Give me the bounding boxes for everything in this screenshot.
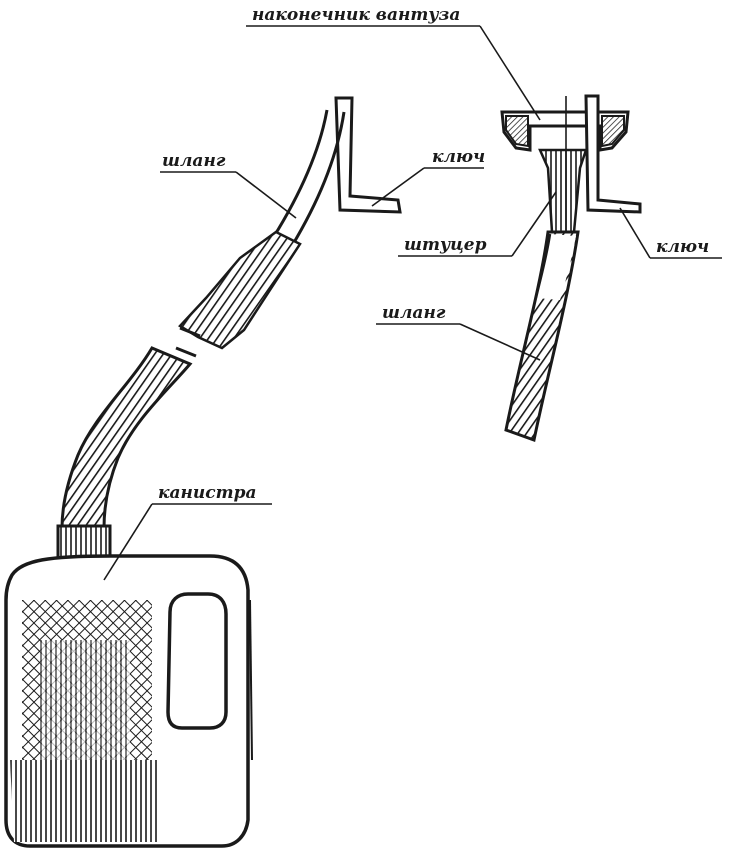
label-canister: канистра bbox=[158, 483, 257, 503]
right-assembly: наконечник вантуза штуцер ключ шланг bbox=[246, 5, 722, 442]
left-assembly: шланг ключ канистра bbox=[4, 96, 485, 848]
key-left bbox=[334, 96, 402, 214]
label-hose-left: шланг bbox=[162, 151, 226, 171]
canister-handle bbox=[166, 592, 228, 730]
label-key-left: ключ bbox=[432, 147, 485, 167]
label-key-right: ключ bbox=[656, 237, 709, 257]
fitting bbox=[538, 148, 588, 234]
label-plunger-tip: наконечник вантуза bbox=[252, 5, 460, 25]
label-fitting: штуцер bbox=[404, 235, 487, 255]
key-right bbox=[584, 94, 642, 214]
plunger-seal-right bbox=[601, 115, 625, 148]
plunger-seal-left bbox=[505, 115, 529, 148]
canister-neck bbox=[56, 524, 112, 560]
hose-upper-hatch bbox=[178, 230, 302, 350]
label-hose-right: шланг bbox=[382, 303, 446, 323]
